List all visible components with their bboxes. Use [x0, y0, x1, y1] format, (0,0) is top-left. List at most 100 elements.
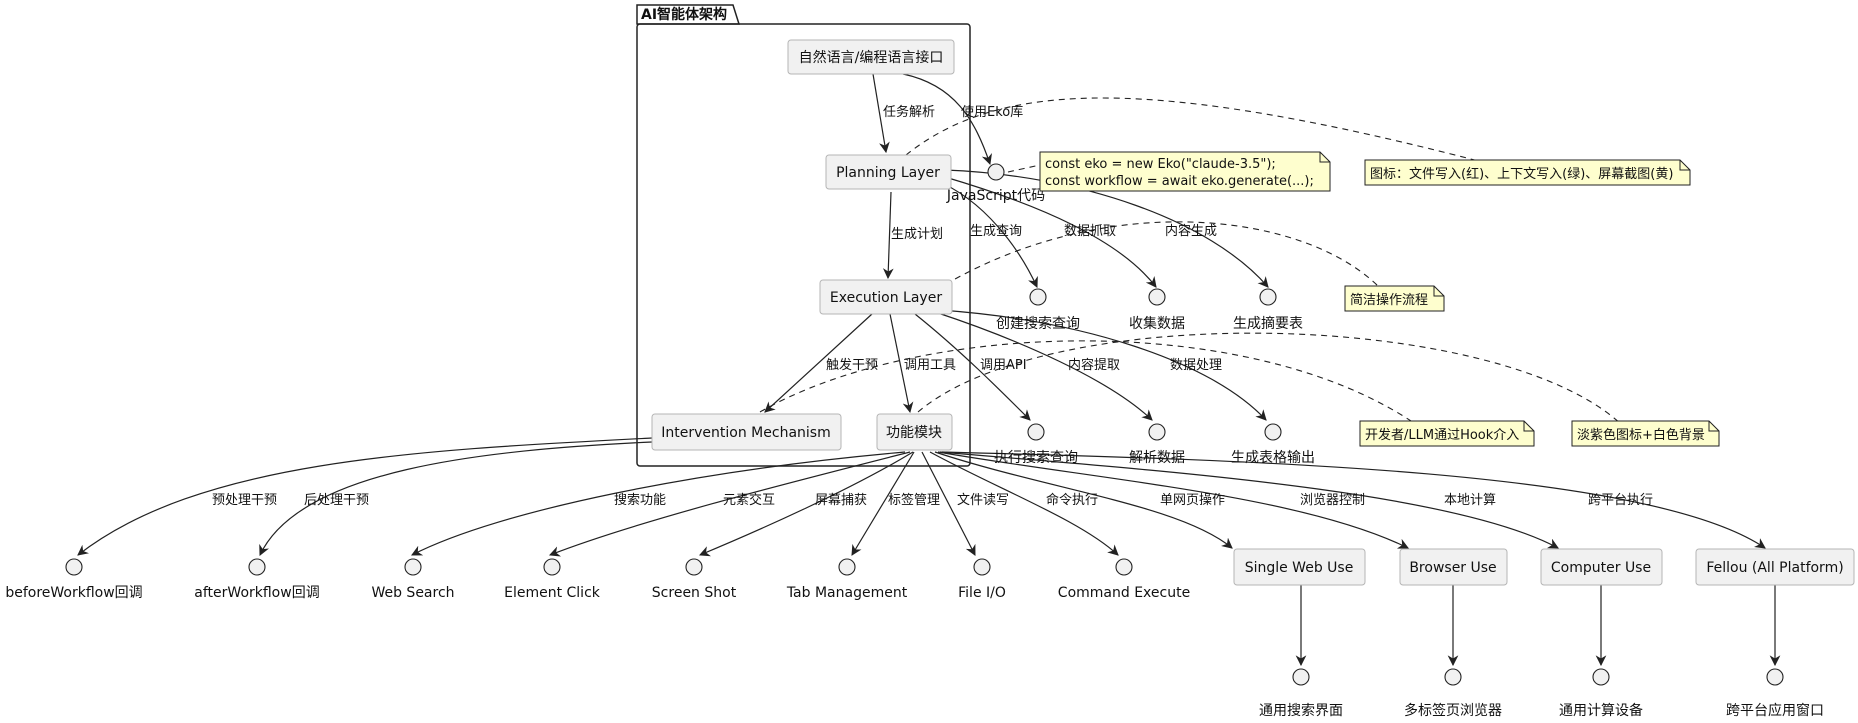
edge-modules-elementclick — [548, 451, 911, 557]
iface-generic-device: 通用计算设备 — [1559, 702, 1643, 719]
interfaces: JavaScript代码 创建搜索查询 收集数据 生成摘要表 执行搜索查询 解析… — [5, 163, 1824, 719]
iface-tab-circle — [838, 558, 856, 576]
node-planning-box — [825, 154, 952, 190]
iface-gen-summary: 生成摘要表 — [1233, 315, 1303, 332]
edge-planning-execution — [882, 191, 894, 280]
iface-summary-circle — [1259, 288, 1277, 306]
iface-screen-shot: Screen Shot — [652, 585, 737, 601]
node-browser[interactable]: Browser Use — [1409, 560, 1496, 576]
iface-generic-search-circle — [1292, 668, 1310, 686]
iface-multi-tab-circle — [1444, 668, 1462, 686]
iface-cmd-circle — [1115, 558, 1133, 576]
iface-web-search-circle — [404, 558, 422, 576]
label-gen-query: 生成查询 — [970, 224, 1022, 239]
iface-after-wf: afterWorkflow回调 — [194, 585, 319, 601]
package-ai-architecture: AI智能体架构 — [636, 4, 971, 467]
nodes: 自然语言/编程语言接口 Planning Layer Execution Lay… — [651, 39, 1855, 586]
edge-interface-planning — [872, 73, 890, 154]
package-title: AI智能体架构 — [641, 6, 727, 23]
label-tab-manage: 标签管理 — [888, 492, 940, 508]
edge-intervention-after — [259, 441, 653, 556]
label-pre-intervene: 预处理干预 — [212, 493, 277, 508]
label-elem-interact: 元素交互 — [723, 492, 775, 508]
note-hook-text: 开发者/LLM通过Hook介入 — [1365, 427, 1519, 443]
edge-interface-jscode — [902, 73, 992, 166]
label-content-gen: 内容生成 — [1165, 223, 1217, 239]
label-cross-exec: 跨平台执行 — [1588, 493, 1653, 508]
iface-web-search: Web Search — [371, 585, 454, 601]
edge-modules-singleweb — [934, 451, 1233, 549]
iface-multi-tab: 多标签页浏览器 — [1404, 702, 1502, 719]
iface-before-circle — [65, 558, 83, 576]
edge-modules-cmd — [929, 451, 1119, 556]
node-single-web-box — [1233, 548, 1366, 586]
label-local-compute: 本地计算 — [1444, 493, 1496, 508]
node-browser-box — [1399, 548, 1508, 586]
note-code-line2: const workflow = await eko.generate(...)… — [1045, 174, 1314, 189]
node-computer[interactable]: Computer Use — [1551, 560, 1651, 576]
iface-window-circle — [1766, 668, 1784, 686]
label-cmd-run: 命令执行 — [1046, 492, 1098, 508]
iface-tab-mgmt: Tab Management — [786, 585, 908, 601]
label-search-fn: 搜索功能 — [614, 493, 666, 508]
label-file-rw: 文件读写 — [957, 493, 1009, 508]
note-code: const eko = new Eko("claude-3.5"); const… — [1039, 151, 1331, 192]
node-fellou[interactable]: Fellou (All Platform) — [1706, 560, 1843, 576]
label-gen-plan: 生成计划 — [891, 227, 943, 242]
iface-js-code: JavaScript代码 — [946, 188, 1045, 204]
iface-cross-window: 跨平台应用窗口 — [1726, 702, 1824, 719]
label-use-eko: 使用Eko库 — [961, 104, 1023, 120]
iface-exec-search-circle — [1027, 423, 1045, 441]
edges — [77, 73, 1781, 667]
label-data-process: 数据处理 — [1170, 358, 1222, 373]
label-post-intervene: 后处理干预 — [304, 493, 369, 508]
node-interface[interactable]: 自然语言/编程语言接口 — [799, 49, 944, 66]
iface-element-click-circle — [543, 558, 561, 576]
edge-modules-fileio — [921, 451, 976, 556]
dash-simple-note — [935, 221, 1379, 291]
edge-execution-execsearch — [914, 313, 1031, 421]
edge-planning-collect — [944, 176, 1157, 288]
label-screen-capture: 屏幕捕获 — [815, 492, 867, 508]
iface-after-circle — [248, 558, 266, 576]
note-icons: 图标：文件写入(红)、上下文写入(绿)、屏幕截图(黄) — [1364, 159, 1691, 186]
iface-element-click: Element Click — [504, 585, 601, 601]
node-interface-box — [787, 39, 955, 75]
node-modules[interactable]: 功能模块 — [886, 425, 942, 441]
node-planning[interactable]: Planning Layer — [836, 165, 940, 181]
edge-execution-intervention — [764, 313, 873, 413]
notes: const eko = new Eko("claude-3.5"); const… — [1039, 151, 1720, 447]
dash-code-note — [1007, 164, 1041, 173]
edge-labels: 任务解析 使用Eko库 生成计划 生成查询 数据抓取 内容生成 触发干预 调用工… — [212, 104, 1653, 508]
node-execution-box — [819, 279, 953, 315]
note-hook: 开发者/LLM通过Hook介入 — [1359, 420, 1535, 447]
iface-generic-search: 通用搜索界面 — [1259, 702, 1343, 719]
label-task-parse: 任务解析 — [883, 104, 935, 120]
node-computer-box — [1540, 548, 1663, 586]
iface-device-circle — [1592, 668, 1610, 686]
edge-modules-fellou — [941, 451, 1766, 549]
node-execution[interactable]: Execution Layer — [830, 290, 942, 306]
iface-fileio-circle — [973, 558, 991, 576]
node-intervention[interactable]: Intervention Mechanism — [661, 425, 830, 441]
label-browser-ctrl: 浏览器控制 — [1300, 492, 1365, 508]
iface-before-wf: beforeWorkflow回调 — [5, 585, 142, 601]
label-call-api: 调用API — [980, 358, 1027, 373]
edge-modules-screenshot — [699, 451, 914, 557]
note-color-text: 淡紫色图标+白色背景 — [1577, 427, 1705, 443]
iface-file-io: File I/O — [958, 585, 1006, 601]
iface-screenshot-circle — [685, 558, 703, 576]
dash-hook-note — [759, 340, 1418, 426]
node-single-web[interactable]: Single Web Use — [1245, 560, 1354, 576]
note-simple-flow: 简洁操作流程 — [1344, 285, 1445, 312]
note-code-line1: const eko = new Eko("claude-3.5"); — [1045, 157, 1276, 172]
node-modules-box — [876, 413, 953, 451]
iface-create-search-circle — [1029, 288, 1047, 306]
iface-parse-circle — [1148, 423, 1166, 441]
label-data-fetch: 数据抓取 — [1064, 224, 1116, 239]
note-simple-flow-text: 简洁操作流程 — [1350, 292, 1428, 308]
iface-gen-table: 生成表格输出 — [1231, 450, 1315, 466]
label-trigger: 触发干预 — [826, 357, 878, 373]
edge-execution-parse — [934, 311, 1153, 421]
